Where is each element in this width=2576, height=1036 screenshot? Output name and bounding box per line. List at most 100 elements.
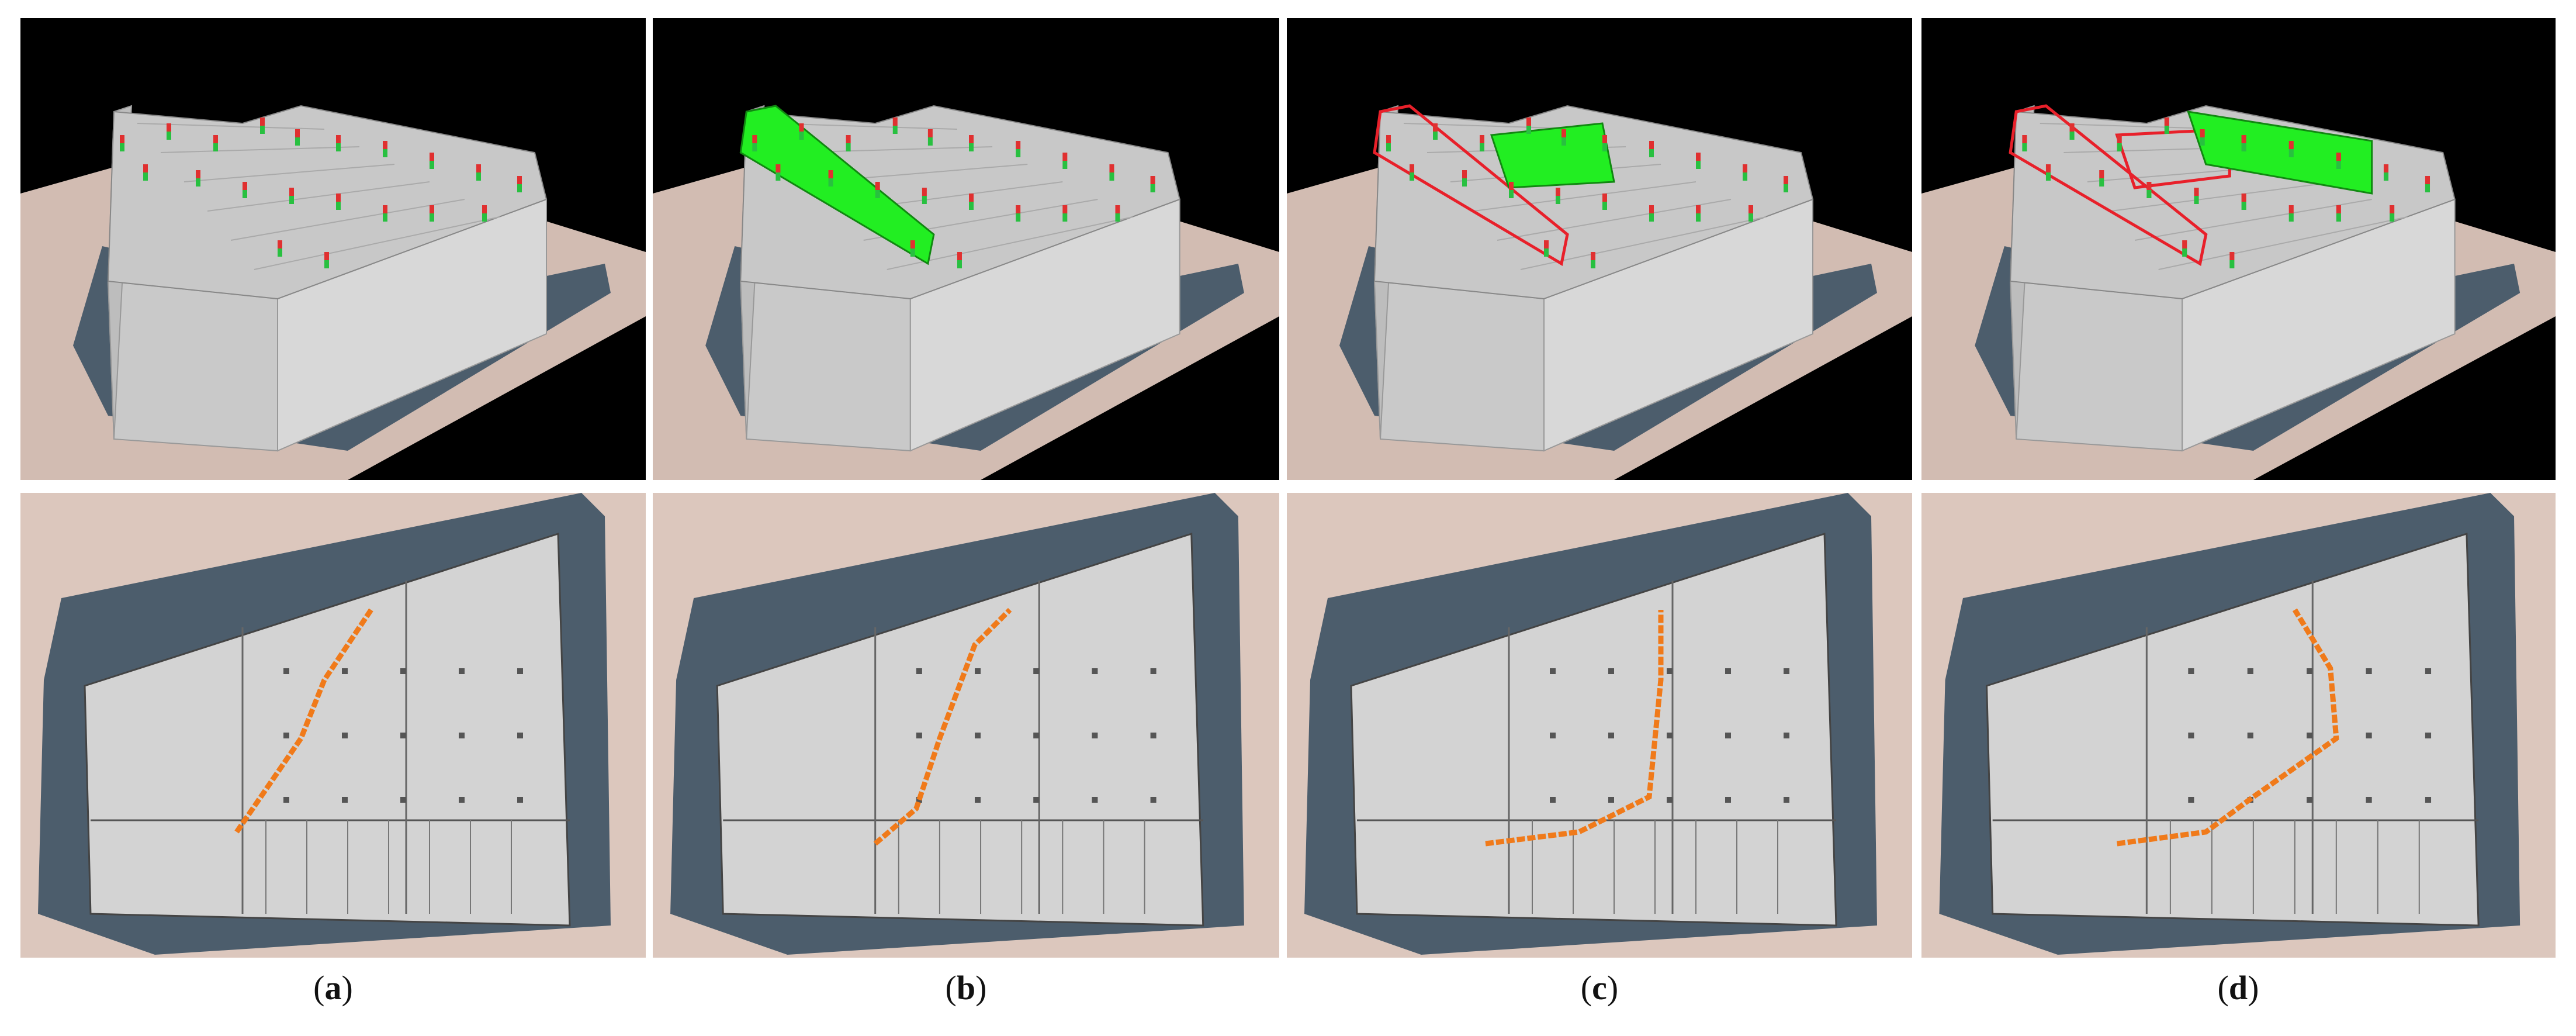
sensor-post-top — [289, 188, 294, 196]
sensor-post-bottom — [910, 248, 915, 257]
column — [459, 797, 465, 803]
view3d-panel-b — [653, 18, 1279, 480]
column — [2188, 797, 2194, 803]
sensor-post-top — [2045, 164, 2051, 172]
sensor-post-bottom — [1062, 213, 1068, 222]
sensor-post-top — [1462, 170, 1467, 178]
sensor-post-top — [875, 182, 880, 190]
column — [1667, 733, 1673, 738]
sensor-post-top — [476, 164, 481, 172]
sensor-post-top — [846, 135, 851, 143]
roof-line — [207, 181, 430, 212]
caption-d: (d) — [2217, 969, 2259, 1007]
sensor-post-bottom — [1749, 213, 1753, 222]
sensor-post-top — [1544, 240, 1549, 248]
sensor-post-top — [969, 194, 974, 202]
column — [459, 668, 465, 674]
sensor-post-bottom — [120, 143, 124, 151]
sensor-post-bottom — [196, 178, 200, 187]
view3d-panel-a — [20, 18, 646, 480]
sensor-post-bottom — [2383, 172, 2389, 181]
floorplan-panel-d — [1921, 493, 2556, 958]
sensor-post-top — [1109, 164, 1114, 172]
sensor-post-bottom — [289, 196, 294, 204]
sensor-post-bottom — [2200, 137, 2205, 146]
column — [2247, 733, 2253, 738]
sensor-post-bottom — [846, 143, 851, 151]
sensor-post-top — [1062, 205, 1068, 213]
sensor-post-bottom — [430, 161, 434, 169]
sensor-post-bottom — [2164, 126, 2169, 134]
sensor-post-top — [2425, 176, 2430, 184]
column — [2366, 668, 2372, 674]
caption-a: (a) — [313, 969, 353, 1007]
sensor-post-top — [1749, 205, 1753, 213]
sensor-post-top — [2336, 205, 2341, 213]
column — [1550, 733, 1556, 738]
sensor-post-bottom — [957, 260, 962, 268]
column — [517, 668, 523, 674]
floor-plan — [1304, 493, 1877, 955]
building-3d-view — [1921, 104, 2556, 480]
sensor-post-top — [1386, 135, 1391, 143]
sensor-post-top — [196, 170, 200, 178]
column — [1667, 797, 1673, 803]
sensor-post-bottom — [1115, 213, 1120, 222]
sensor-post-top — [2229, 252, 2235, 260]
column — [1608, 797, 1614, 803]
view3d-panel-d — [1921, 18, 2556, 480]
column — [2307, 797, 2313, 803]
column — [1033, 733, 1040, 738]
sensor-post-bottom — [1109, 172, 1114, 181]
column — [2425, 668, 2432, 674]
building-3d-view — [1287, 104, 1912, 480]
sensor-post-top — [1649, 205, 1654, 213]
sensor-post-bottom — [517, 184, 522, 192]
view3d-panel-c — [1287, 18, 1912, 480]
column — [1725, 668, 1731, 674]
sensor-post-bottom — [1016, 149, 1021, 157]
sensor-post-top — [2099, 170, 2104, 178]
sensor-post-top — [1602, 135, 1607, 143]
outline-region — [1373, 104, 1569, 266]
column — [1092, 797, 1098, 803]
column — [342, 797, 348, 803]
floorplan-panel-b — [653, 493, 1279, 958]
column — [975, 733, 981, 738]
sensor-post-top — [1526, 118, 1531, 126]
sensor-post-top — [2164, 118, 2169, 126]
sensor-post-top — [799, 123, 804, 132]
column — [975, 797, 981, 803]
column — [283, 733, 289, 738]
column — [2425, 797, 2432, 803]
sensor-post-top — [1433, 123, 1438, 132]
sensor-post-top — [295, 129, 300, 137]
sensor-post-bottom — [1509, 190, 1514, 198]
column — [517, 733, 523, 738]
sensor-post-top — [2383, 164, 2389, 172]
sensor-post-bottom — [2146, 190, 2152, 198]
column — [1550, 668, 1556, 674]
caption-letter: b — [956, 969, 976, 1007]
sensor-post-top — [2241, 194, 2246, 202]
column — [975, 668, 981, 674]
sensor-post-bottom — [2241, 202, 2246, 210]
roof-line — [2134, 199, 2372, 241]
roof-line — [2111, 181, 2336, 212]
floor-area — [716, 532, 1204, 927]
floor-plan — [1939, 493, 2520, 955]
sensor-post-top — [752, 135, 757, 143]
column — [1550, 797, 1556, 803]
roof — [1373, 105, 1814, 300]
column — [1033, 797, 1040, 803]
sensor-post-top — [2194, 188, 2199, 196]
sensor-post-top — [1602, 194, 1607, 202]
floorplan-panel-a — [20, 493, 646, 958]
sensor-post-bottom — [828, 178, 833, 187]
sensor-post-top — [260, 118, 265, 126]
sensor-post-top — [430, 205, 434, 213]
wall-front — [2010, 280, 2183, 452]
sensor-post-bottom — [2117, 143, 2122, 151]
column — [400, 733, 406, 738]
sensor-post-bottom — [1462, 178, 1467, 187]
